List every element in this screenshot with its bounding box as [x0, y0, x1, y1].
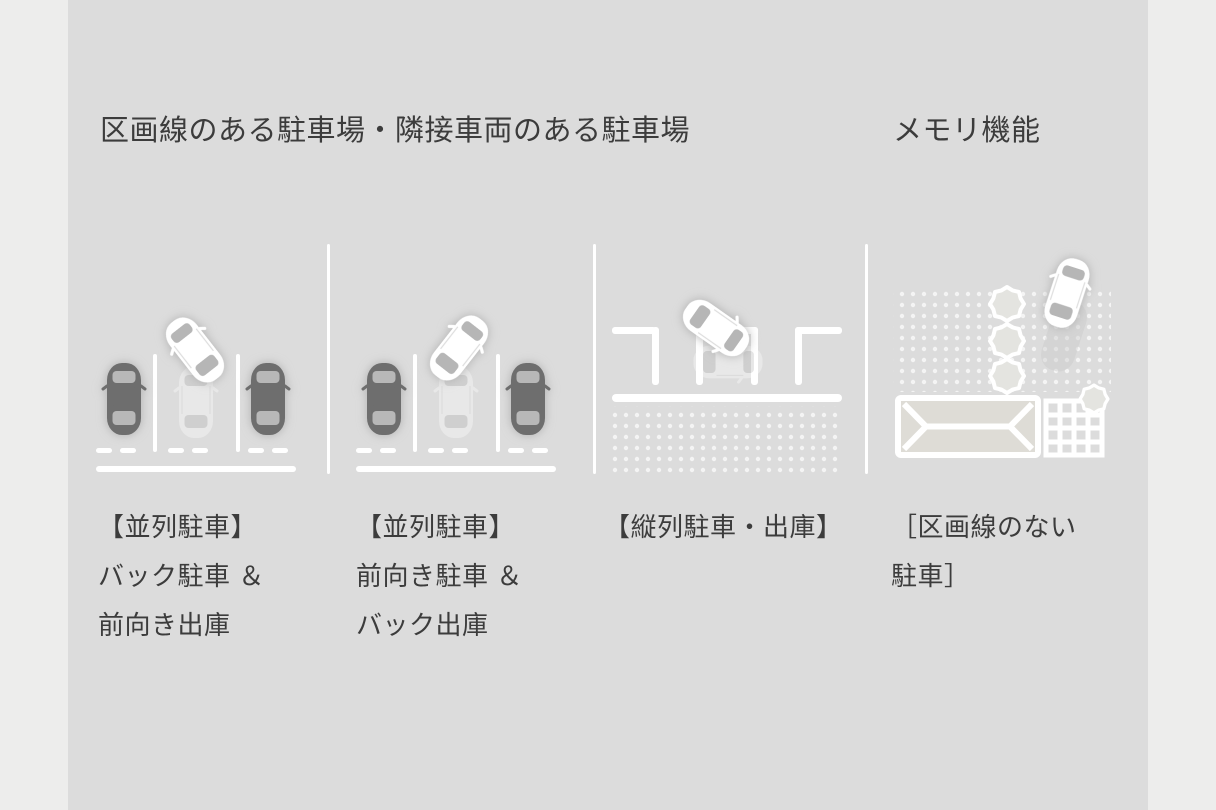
illustration-memory-function	[888, 251, 1118, 478]
carport-outline	[895, 395, 1041, 458]
illustration-parallel-parking	[612, 280, 842, 477]
waypoint-rosette-4	[1078, 383, 1110, 415]
illustration-back-in-parking	[96, 292, 296, 477]
stall-line-right	[236, 354, 240, 452]
divider-2	[593, 244, 596, 474]
dashed-stall-marks	[96, 448, 288, 453]
solid-bottom-line	[96, 466, 296, 472]
waypoint-rosette-1	[988, 285, 1026, 323]
tile-grid	[1043, 398, 1105, 458]
section-heading-marked-parking: 区画線のある駐車場・隣接車両のある駐車場	[100, 115, 691, 147]
waypoint-rosette-3	[988, 357, 1026, 395]
dotted-road-area	[612, 406, 842, 477]
dashed-stall-marks	[356, 448, 548, 453]
neighbor-car-right	[245, 361, 291, 437]
waypoint-rosette-2	[988, 322, 1026, 360]
solid-curb-line	[612, 394, 842, 402]
neighbor-car-left	[101, 361, 147, 437]
divider-1	[327, 244, 330, 474]
neighbor-car-right	[505, 361, 551, 437]
caption-back-in-parking: 【並列駐車】 バック駐車 ＆ 前向き出庫	[98, 512, 265, 640]
stall-line-left	[153, 354, 157, 452]
caption-memory-no-lines: ［区画線のない 駐車］	[891, 512, 1077, 591]
neighbor-car-left	[361, 361, 407, 437]
illustration-front-in-parking	[356, 292, 556, 477]
caption-parallel-parking: 【縦列駐車・出庫】	[604, 512, 843, 542]
caption-front-in-parking: 【並列駐車】 前向き駐車 ＆ バック出庫	[356, 512, 523, 640]
solid-bottom-line	[356, 466, 556, 472]
stall-line-right	[496, 354, 500, 452]
stall-line-left	[413, 354, 417, 452]
section-heading-memory-function: メモリ機能	[893, 115, 1041, 147]
divider-3	[865, 244, 868, 474]
